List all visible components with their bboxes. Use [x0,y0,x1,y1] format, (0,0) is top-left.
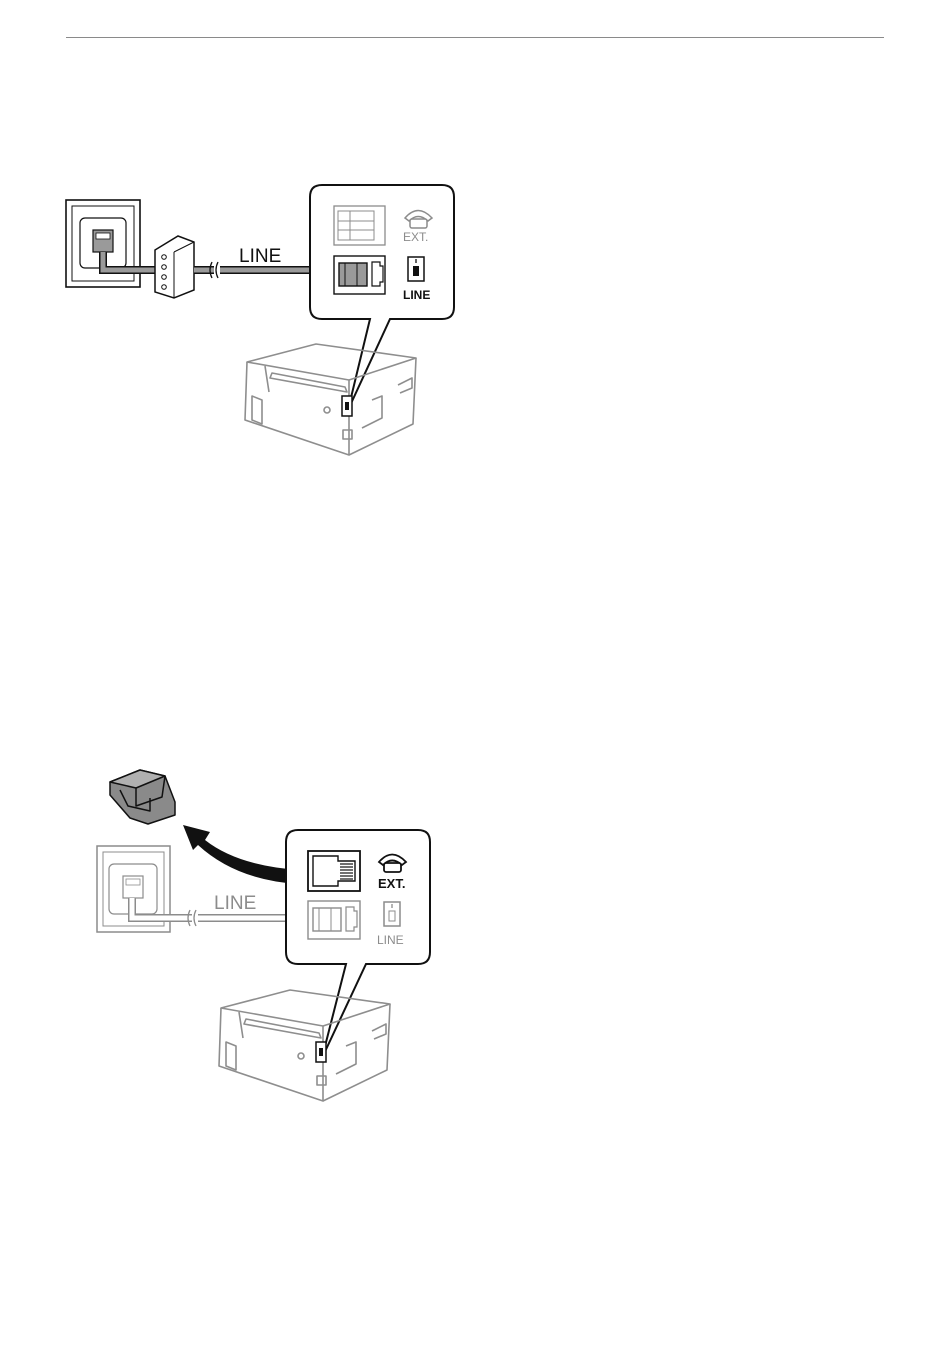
figure-remove-cap: LINE EXT. LINE [0,760,480,1110]
port-cap-icon [110,770,175,824]
cable-label: LINE [239,246,281,267]
printer-rear-illustration [245,344,416,455]
ext-port-capped-icon [334,206,385,245]
header-rule [66,37,884,38]
printer-port-highlight [342,396,352,416]
line-port-connected-icon [308,901,360,939]
wall-socket-icon [384,902,400,926]
line-port-connected-icon [334,256,385,294]
line-port-label: LINE [403,288,430,302]
cable-label: LINE [214,893,256,914]
ext-port-label: EXT. [378,876,405,891]
wall-socket-icon [408,257,424,281]
ext-port-label: EXT. [403,230,428,244]
printer-rear-illustration [219,990,390,1101]
line-port-label: LINE [377,933,404,947]
figure-connect-line: LINE EXT. LINE [0,170,480,470]
ext-port-open-icon [308,851,360,891]
remove-arrow-icon [183,825,300,884]
printer-port-highlight [316,1042,326,1062]
splitter-icon [155,236,194,298]
